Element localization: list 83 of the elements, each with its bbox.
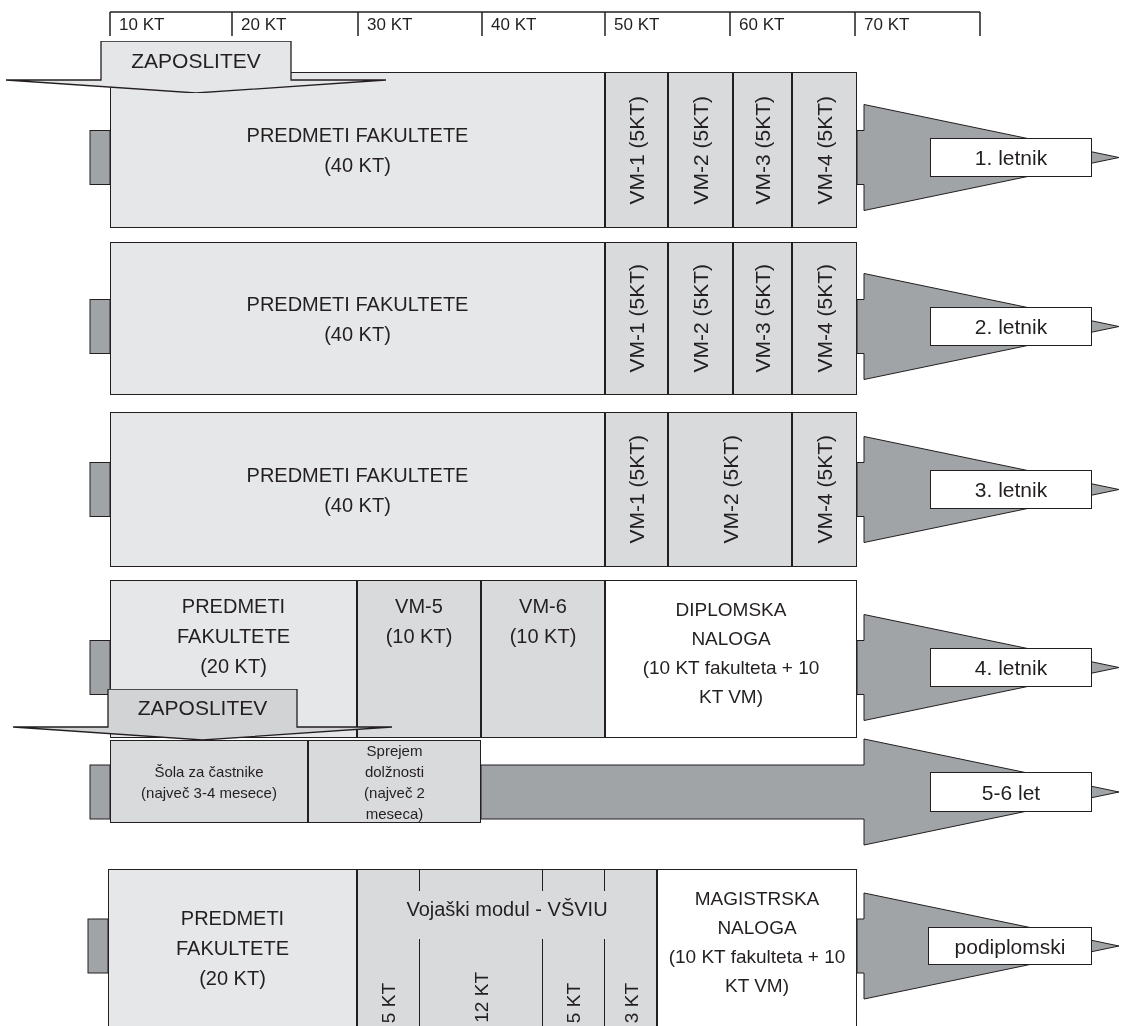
credit-label: 5 KT bbox=[564, 982, 583, 1023]
label-text: 3. letnik bbox=[974, 479, 1048, 500]
label-text: 4. letnik bbox=[974, 657, 1048, 678]
year-label bbox=[928, 927, 1092, 965]
box-subtitle: (10 KT) bbox=[385, 624, 453, 649]
box-subtitle: (10 KT fakulteta + 10 KT VM) bbox=[641, 656, 821, 709]
module-label: VM-1 (5KT) bbox=[626, 95, 647, 205]
training-box bbox=[110, 740, 308, 823]
label-text: podiplomski bbox=[954, 935, 1066, 957]
course-box bbox=[110, 242, 605, 395]
module-box bbox=[792, 242, 857, 395]
box-title: DIPLOMSKA NALOGA bbox=[674, 598, 788, 651]
module-label: VM-2 (5KT) bbox=[690, 264, 711, 373]
box-title: PREDMETI FAKULTETE bbox=[246, 291, 469, 317]
course-box bbox=[110, 72, 605, 228]
box-subtitle: (40 KT) bbox=[324, 321, 391, 347]
box-title: Šola za častnike bbox=[154, 761, 264, 782]
box-subtitle: (40 KT) bbox=[324, 153, 391, 178]
module-label: VM-4 (5KT) bbox=[814, 264, 835, 373]
box-title: VM-5 bbox=[395, 594, 443, 619]
module-box bbox=[605, 72, 668, 228]
box-title: PREDMETI FAKULTETE bbox=[176, 594, 291, 649]
scale-label: 60 KT bbox=[739, 16, 785, 33]
box-title: MAGISTRSKA NALOGA bbox=[693, 887, 821, 940]
box-title: PREDMETI FAKULTETE bbox=[246, 462, 469, 488]
box-subtitle: (10 KT) bbox=[509, 624, 577, 649]
module-box bbox=[605, 412, 668, 567]
module-box bbox=[357, 580, 481, 738]
year-label bbox=[930, 772, 1092, 812]
scale-label: 40 KT bbox=[491, 16, 537, 33]
module-label: VM-3 (5KT) bbox=[752, 264, 773, 373]
box-subtitle: (40 KT) bbox=[324, 492, 391, 518]
credit-label: 5 KT bbox=[379, 982, 398, 1023]
box-subtitle: (20 KT) bbox=[200, 654, 267, 679]
label-text: 1. letnik bbox=[974, 147, 1048, 168]
module-box bbox=[481, 580, 605, 738]
thesis-box bbox=[605, 580, 857, 738]
box-subtitle: (največ 2 meseca) bbox=[363, 782, 426, 824]
module-box bbox=[668, 72, 733, 228]
box-title: Sprejem dolžnosti bbox=[363, 740, 426, 782]
training-box bbox=[308, 740, 481, 823]
module-group-box bbox=[357, 869, 657, 1026]
scale-label: 70 KT bbox=[864, 16, 910, 33]
scale-label: 10 KT bbox=[119, 16, 165, 33]
callout-arrow bbox=[6, 41, 386, 93]
scale-label: 30 KT bbox=[367, 16, 413, 33]
label-text: 5-6 let bbox=[981, 781, 1041, 803]
module-label: VM-1 (5KT) bbox=[626, 435, 647, 544]
module-box bbox=[733, 72, 792, 228]
module-label: VM-2 (5KT) bbox=[690, 95, 711, 205]
credit-label: 12 KT bbox=[471, 972, 491, 1023]
arrow-label: ZAPOSLITEV bbox=[137, 695, 268, 722]
module-label: VM-4 (5KT) bbox=[814, 95, 835, 205]
label-text: 2. letnik bbox=[974, 316, 1048, 337]
year-label bbox=[930, 648, 1092, 687]
module-box bbox=[668, 412, 792, 567]
year-label bbox=[930, 470, 1092, 509]
scale-label: 20 KT bbox=[241, 16, 287, 33]
module-box bbox=[792, 72, 857, 228]
box-subtitle: (največ 3-4 mesece) bbox=[141, 782, 277, 803]
arrow-label: ZAPOSLITEV bbox=[131, 47, 261, 74]
box-subtitle: (20 KT) bbox=[199, 966, 266, 991]
scale-label: 50 KT bbox=[614, 16, 660, 33]
box-title: PREDMETI FAKULTETE bbox=[175, 906, 290, 961]
box-title: Vojaški modul - VŠVIU bbox=[405, 897, 609, 922]
module-label: VM-4 (5KT) bbox=[814, 435, 835, 544]
callout-arrow bbox=[13, 689, 392, 740]
module-label: VM-3 (5KT) bbox=[752, 95, 773, 205]
module-box bbox=[605, 242, 668, 395]
module-box bbox=[668, 242, 733, 395]
year-label bbox=[930, 307, 1092, 346]
module-label: VM-1 (5KT) bbox=[626, 264, 647, 373]
module-box bbox=[792, 412, 857, 567]
module-label: VM-2 (5KT) bbox=[719, 435, 741, 544]
box-subtitle: (10 KT fakulteta + 10 KT VM) bbox=[667, 945, 847, 998]
box-title: PREDMETI FAKULTETE bbox=[246, 123, 469, 148]
credit-label: 3 KT bbox=[622, 982, 641, 1023]
year-label bbox=[930, 138, 1092, 177]
thesis-box bbox=[657, 869, 857, 1026]
course-box bbox=[108, 869, 357, 1026]
box-title: VM-6 bbox=[519, 594, 567, 619]
module-box bbox=[733, 242, 792, 395]
course-box bbox=[110, 412, 605, 567]
